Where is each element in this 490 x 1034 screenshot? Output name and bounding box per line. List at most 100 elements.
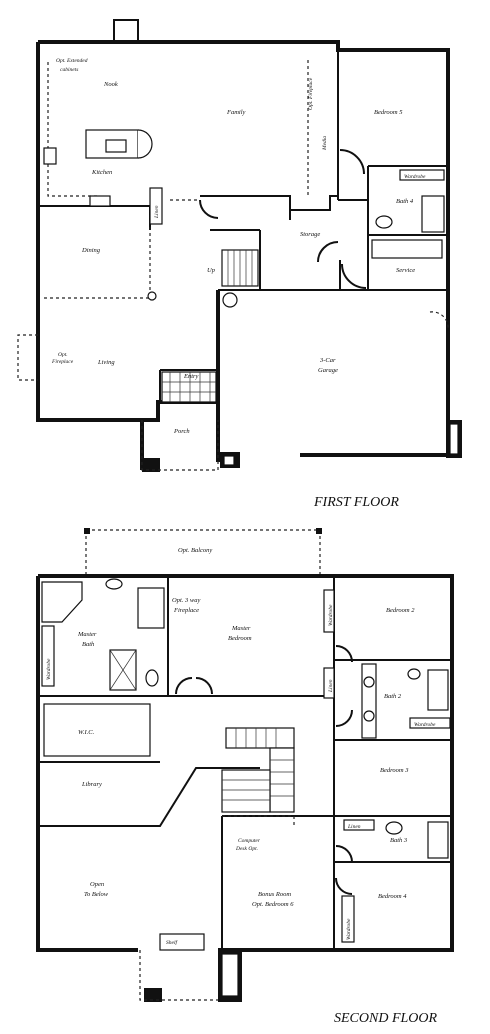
porch-outline bbox=[141, 420, 219, 471]
garage-pier-inner bbox=[449, 423, 459, 455]
lower-pier-inner bbox=[221, 953, 239, 997]
label-wardrobe4: Wardrobe bbox=[46, 658, 52, 680]
entry-wall bbox=[159, 369, 218, 402]
label-computer-desk-1: Computer bbox=[238, 838, 261, 844]
opt-fireplace-bump bbox=[17, 334, 38, 381]
pantry bbox=[149, 187, 163, 225]
second-floor: Opt. Balcony Opt. 3 way Fireplace Master… bbox=[36, 528, 454, 1026]
tub bbox=[421, 195, 445, 233]
toilet bbox=[375, 215, 393, 229]
linen2-closet bbox=[343, 819, 375, 831]
label-opt-fireplace-family: Opt. Fireplace bbox=[308, 77, 314, 110]
label-porch: Porch bbox=[173, 428, 190, 435]
label-bedroom4: Bedroom 4 bbox=[378, 893, 407, 900]
master-toilet bbox=[145, 669, 159, 687]
stairs-second bbox=[221, 727, 295, 813]
open-to-below-railing bbox=[40, 767, 260, 827]
lower-roof-outline bbox=[139, 950, 218, 1001]
entry-tile bbox=[161, 371, 217, 403]
stair-wall bbox=[200, 195, 291, 290]
label-wardrobe2: Wardrobe bbox=[346, 918, 352, 940]
door-swing-bath2 bbox=[335, 709, 353, 727]
bath3-tub bbox=[427, 821, 449, 859]
label-media: Media bbox=[322, 136, 328, 151]
label-bedroom5: Bedroom 5 bbox=[374, 109, 403, 116]
label-storage: Storage bbox=[300, 231, 320, 238]
label-master-bedroom-2: Bedroom bbox=[228, 635, 252, 642]
door-swing-storage bbox=[199, 199, 219, 219]
bath2-wardrobe bbox=[409, 717, 451, 729]
label-wardrobe: Wardrobe bbox=[404, 174, 426, 180]
label-family: Family bbox=[226, 109, 246, 116]
bedroom5-wall bbox=[337, 50, 368, 201]
label-bath4: Bath 4 bbox=[396, 198, 414, 205]
label-garage-1: 3-Car bbox=[319, 357, 336, 364]
garage-pier-left-inner bbox=[223, 455, 235, 466]
door-swing-bedroom2 bbox=[335, 645, 353, 663]
bedroom4-wardrobe bbox=[341, 895, 355, 943]
label-open-below-2: To Below bbox=[84, 891, 109, 898]
door-swing-bath3 bbox=[335, 845, 353, 863]
door-swing-garage bbox=[317, 241, 339, 263]
label-master-bath-2: Bath bbox=[82, 641, 94, 648]
door-swing-master-2 bbox=[195, 677, 213, 695]
label-up: Up bbox=[207, 267, 216, 274]
label-opt-fireplace-2: Fireplace bbox=[51, 359, 74, 365]
label-opt-fireplace-2: Fireplace bbox=[173, 607, 199, 614]
shelf bbox=[159, 933, 205, 951]
kitchen-sink bbox=[105, 139, 127, 153]
door-swing-service bbox=[341, 263, 367, 289]
wic-shelving bbox=[43, 703, 151, 757]
label-linen: Linen bbox=[154, 205, 160, 219]
chimney bbox=[113, 19, 139, 43]
label-open-below-1: Open bbox=[90, 881, 104, 888]
label-opt-balcony: Opt. Balcony bbox=[178, 547, 212, 554]
laundry-counter bbox=[371, 239, 443, 259]
label-linen2: Linen bbox=[347, 824, 361, 830]
label-dining: Dining bbox=[81, 247, 101, 254]
vanity bbox=[41, 625, 55, 687]
label-master-bath-1: Master bbox=[77, 631, 97, 638]
master-sink bbox=[105, 578, 123, 590]
label-shelf: Shelf bbox=[166, 939, 178, 946]
label-wic: W.I.C. bbox=[78, 729, 95, 736]
label-opt-cabinets: Opt. Extended bbox=[56, 58, 88, 64]
bath4-wall bbox=[367, 165, 448, 290]
stairs bbox=[221, 249, 259, 287]
label-opt-cabinets-2: cabinets bbox=[60, 67, 78, 73]
storage-wall bbox=[290, 195, 338, 211]
label-library: Library bbox=[81, 781, 102, 788]
range bbox=[43, 147, 57, 165]
bath3-toilet bbox=[385, 821, 403, 835]
label-opt-fireplace: Opt. 3 way bbox=[172, 597, 200, 604]
label-opt-fireplace: Opt. bbox=[58, 352, 68, 358]
first-floor-exterior-wall bbox=[36, 40, 450, 422]
label-wardrobe3: Wardrobe bbox=[328, 604, 334, 626]
label-kitchen: Kitchen bbox=[91, 169, 112, 176]
door-swing-bedroom5 bbox=[339, 149, 365, 175]
island-curve bbox=[137, 129, 153, 159]
linen-closet bbox=[323, 667, 335, 699]
label-garage-2: Garage bbox=[318, 367, 338, 374]
label-bedroom2: Bedroom 2 bbox=[386, 607, 415, 614]
label-wardrobe: Wardrobe bbox=[414, 722, 436, 728]
bath2-tub bbox=[427, 669, 449, 711]
bedroom2-wardrobe bbox=[323, 589, 335, 633]
first-floor-title: FIRST FLOOR bbox=[313, 495, 399, 510]
kitchen-dining-wall bbox=[38, 205, 151, 230]
door-swing-master bbox=[175, 677, 193, 695]
label-service: Service bbox=[396, 267, 415, 274]
wardrobe-bedroom5 bbox=[399, 169, 445, 181]
label-bedroom3: Bedroom 3 bbox=[380, 767, 409, 774]
first-floor: Opt. Extended cabinets Nook Family Kitch… bbox=[17, 19, 462, 510]
label-bath2: Bath 2 bbox=[384, 693, 402, 700]
column bbox=[147, 291, 157, 301]
dishwasher bbox=[89, 195, 111, 207]
label-computer-desk-2: Desk Opt. bbox=[235, 846, 258, 852]
porch-post bbox=[142, 458, 160, 472]
water-heater bbox=[222, 292, 238, 308]
label-bonus-1: Bonus Room bbox=[258, 891, 291, 898]
garage-wall bbox=[216, 290, 450, 462]
bath2-vanity bbox=[361, 663, 377, 739]
